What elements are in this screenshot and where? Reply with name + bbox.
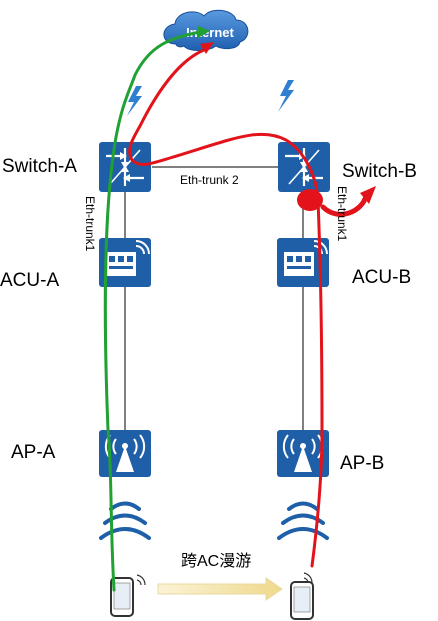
eth-trunk2-label: Eth-trunk 2: [180, 173, 239, 187]
switch-b-label: Switch-B: [342, 161, 417, 182]
switch-a-label: Switch-A: [2, 156, 77, 177]
switch-arrows: [106, 148, 144, 186]
lightning-icon: [127, 86, 142, 116]
acu-a-label: ACU-A: [0, 270, 59, 291]
acu-b-device: [277, 238, 329, 287]
ap-b-device: [277, 430, 329, 477]
red-loop-indicator: [297, 186, 376, 217]
switch-b-device: [278, 142, 330, 192]
eth-trunk1-left-label: Eth-trunk1: [83, 196, 97, 252]
lightning-icon: [278, 80, 294, 112]
ap-b-label: AP-B: [340, 453, 384, 474]
green-path-arrowhead: [198, 26, 210, 38]
switch-a-device: [99, 142, 151, 192]
acu-a-device: [99, 238, 151, 287]
red-traffic-path: [128, 48, 324, 568]
roaming-arrow: [157, 577, 283, 601]
mobile-phone-a: [110, 574, 146, 617]
roaming-label: 跨AC漫游: [181, 552, 251, 570]
wifi-signal-icon: [99, 501, 151, 540]
green-traffic-path: [103, 30, 202, 592]
ap-a-device: [99, 430, 151, 477]
eth-trunk1-right-label: Eth-trunk1: [335, 186, 349, 242]
mobile-phone-b: [290, 572, 314, 620]
topology-links: [124, 166, 304, 430]
red-path-arrowhead: [200, 42, 214, 54]
wifi-signal-icon: [277, 501, 329, 540]
ap-a-label: AP-A: [11, 442, 56, 463]
acu-b-label: ACU-B: [352, 267, 411, 288]
